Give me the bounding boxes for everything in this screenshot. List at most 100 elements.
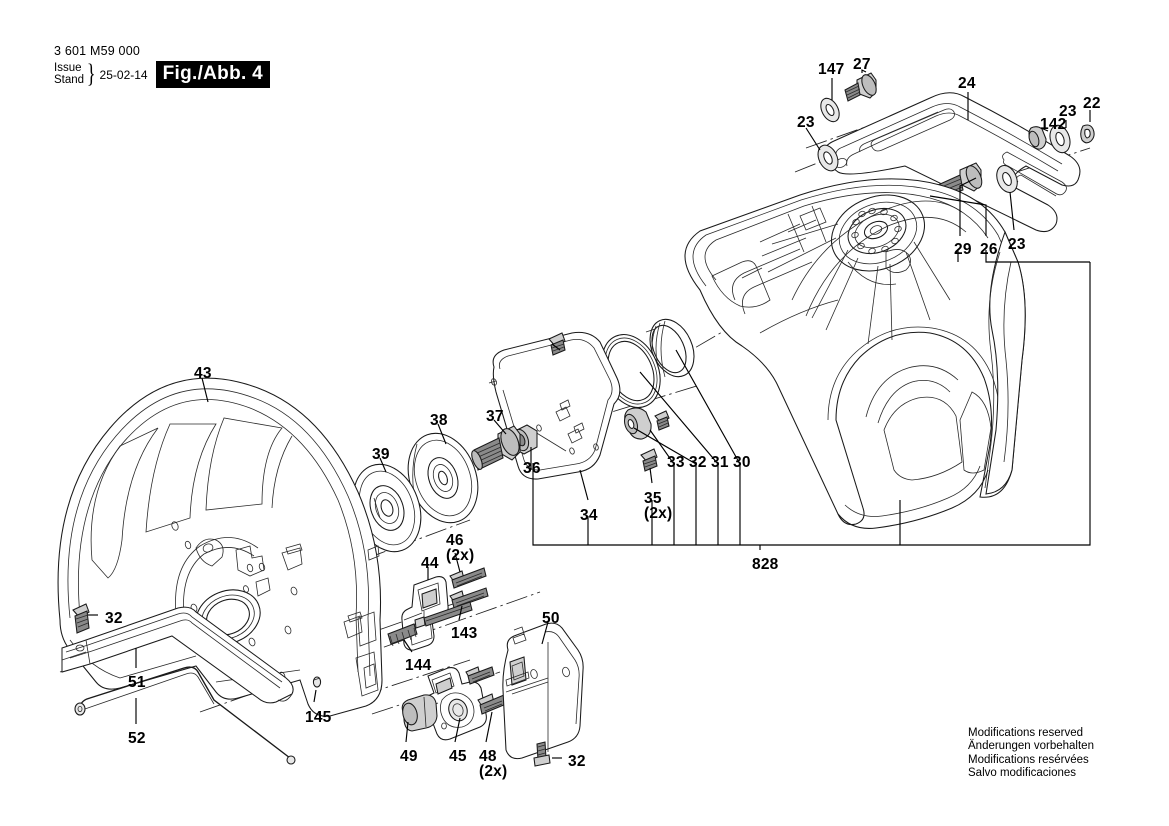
callout-24: 24 — [958, 75, 976, 92]
callout-number: 39 — [372, 446, 390, 463]
callout-number: 23 — [1008, 236, 1026, 253]
callout-number: 35 — [644, 490, 662, 507]
callout-number: 29 — [954, 241, 972, 258]
callout-number: 23 — [1059, 103, 1077, 120]
notice-en: Modifications reserved — [968, 727, 1084, 739]
callout-32: 32 — [689, 455, 707, 471]
callout-number: 144 — [405, 657, 432, 674]
callout-31: 31 — [711, 454, 729, 471]
callout-number: 38 — [430, 412, 448, 429]
callout-23: 23 — [1008, 236, 1026, 253]
brace-glyph: } — [86, 59, 96, 88]
callout-number: 46 — [446, 532, 464, 549]
callout-27: 27 — [853, 56, 871, 73]
callout-number: 43 — [194, 365, 212, 382]
callout-number: 23 — [797, 114, 815, 131]
issue-date: 25-02-14 — [99, 67, 148, 82]
callout-number: 51 — [128, 674, 146, 691]
callout-number: 145 — [305, 709, 332, 726]
cover-50 — [502, 622, 584, 760]
screw-33 — [654, 410, 670, 431]
callout-number: 50 — [542, 610, 560, 627]
issue-label: Issue — [54, 62, 82, 74]
stand-label: Stand — [54, 73, 85, 86]
bracket-51 — [61, 606, 294, 704]
callout-number: 37 — [486, 408, 504, 425]
callout-number: 147 — [818, 61, 845, 78]
callout-number: 30 — [733, 454, 751, 471]
callout-49: 49 — [400, 748, 418, 765]
callout-142: 142 — [1040, 116, 1067, 133]
leader-lines — [88, 69, 1091, 759]
retaining-clip-22 — [1080, 124, 1095, 144]
washer-147 — [820, 97, 840, 123]
callout-number: 48 — [479, 748, 497, 765]
callout-number: 26 — [980, 241, 998, 258]
callout-32: 32 — [568, 753, 586, 770]
screw-32-below-cover — [533, 741, 551, 767]
callout-23: 23 — [1059, 103, 1077, 120]
callout-26: 26 — [980, 241, 998, 258]
title-block: 3 601 M59 000 Issue Stand } 25-02-14 Fig… — [54, 44, 270, 88]
callout-147: 147 — [818, 61, 845, 78]
washer-23-left — [817, 144, 839, 172]
figure-badge: Fig./Abb. 4 — [155, 61, 270, 88]
callout-145: 145 — [305, 709, 332, 726]
callout-number: 34 — [580, 507, 598, 524]
callout-144: 144 — [405, 657, 432, 674]
bolt-27 — [844, 72, 877, 102]
callout-35: 35(2x) — [644, 490, 672, 522]
rod-52 — [74, 666, 296, 765]
spring-144 — [387, 623, 418, 647]
callout-number: 44 — [421, 555, 439, 572]
blade-guard-housing-828 — [684, 178, 1026, 529]
notice-de: Änderungen vorbehalten — [968, 740, 1094, 753]
callout-33: 33 — [667, 454, 685, 471]
screw-35-a — [548, 332, 566, 356]
callout-number: 36 — [523, 460, 541, 477]
callout-number: 142 — [1040, 116, 1067, 133]
callout-39: 39 — [372, 446, 390, 463]
callout-23: 23 — [797, 114, 815, 131]
callout-143: 143 — [451, 625, 478, 642]
modifications-notice: Modifications reserved Änderungen vorbeh… — [968, 727, 1094, 781]
callout-30: 30 — [733, 454, 751, 471]
arbor-bolt-37 — [471, 425, 521, 471]
cap-49 — [401, 694, 438, 732]
screws-46 — [449, 567, 489, 609]
callout-48: 48(2x) — [479, 748, 508, 780]
callout-36: 36 — [523, 460, 541, 477]
callout-number: 31 — [711, 454, 729, 471]
callout-46: 46(2x) — [446, 532, 475, 564]
bushing-142 — [1028, 126, 1047, 150]
callout-number: 27 — [853, 56, 871, 73]
callout-828: 828 — [752, 556, 779, 573]
pin-143 — [414, 601, 473, 629]
callout-quantity: (2x) — [446, 547, 475, 564]
screw-32-left — [72, 603, 90, 634]
callout-37: 37 — [486, 408, 504, 425]
callout-38: 38 — [430, 412, 448, 429]
callout-number: 45 — [449, 748, 467, 765]
callout-number: 22 — [1083, 95, 1101, 112]
bearing-hub-detail — [741, 194, 967, 345]
callout-45: 45 — [449, 748, 467, 765]
handle-bracket-24 — [822, 92, 1081, 233]
washer-23-lower — [996, 165, 1018, 193]
callout-number: 143 — [451, 625, 478, 642]
washer-23-right — [1049, 124, 1071, 154]
callout-number: 33 — [667, 454, 685, 471]
callout-number: 32 — [105, 610, 123, 627]
callout-44: 44 — [421, 555, 439, 572]
callout-number: 52 — [128, 730, 146, 747]
callout-number: 24 — [958, 75, 976, 92]
callout-number: 49 — [400, 748, 418, 765]
callout-number: 828 — [752, 556, 779, 573]
callout-number: 32 — [568, 753, 586, 770]
callout-quantity: (2x) — [479, 763, 508, 780]
notice-es: Salvo modificaciones — [968, 767, 1077, 780]
screws-48 — [465, 666, 507, 715]
callout-52: 52 — [128, 730, 146, 747]
